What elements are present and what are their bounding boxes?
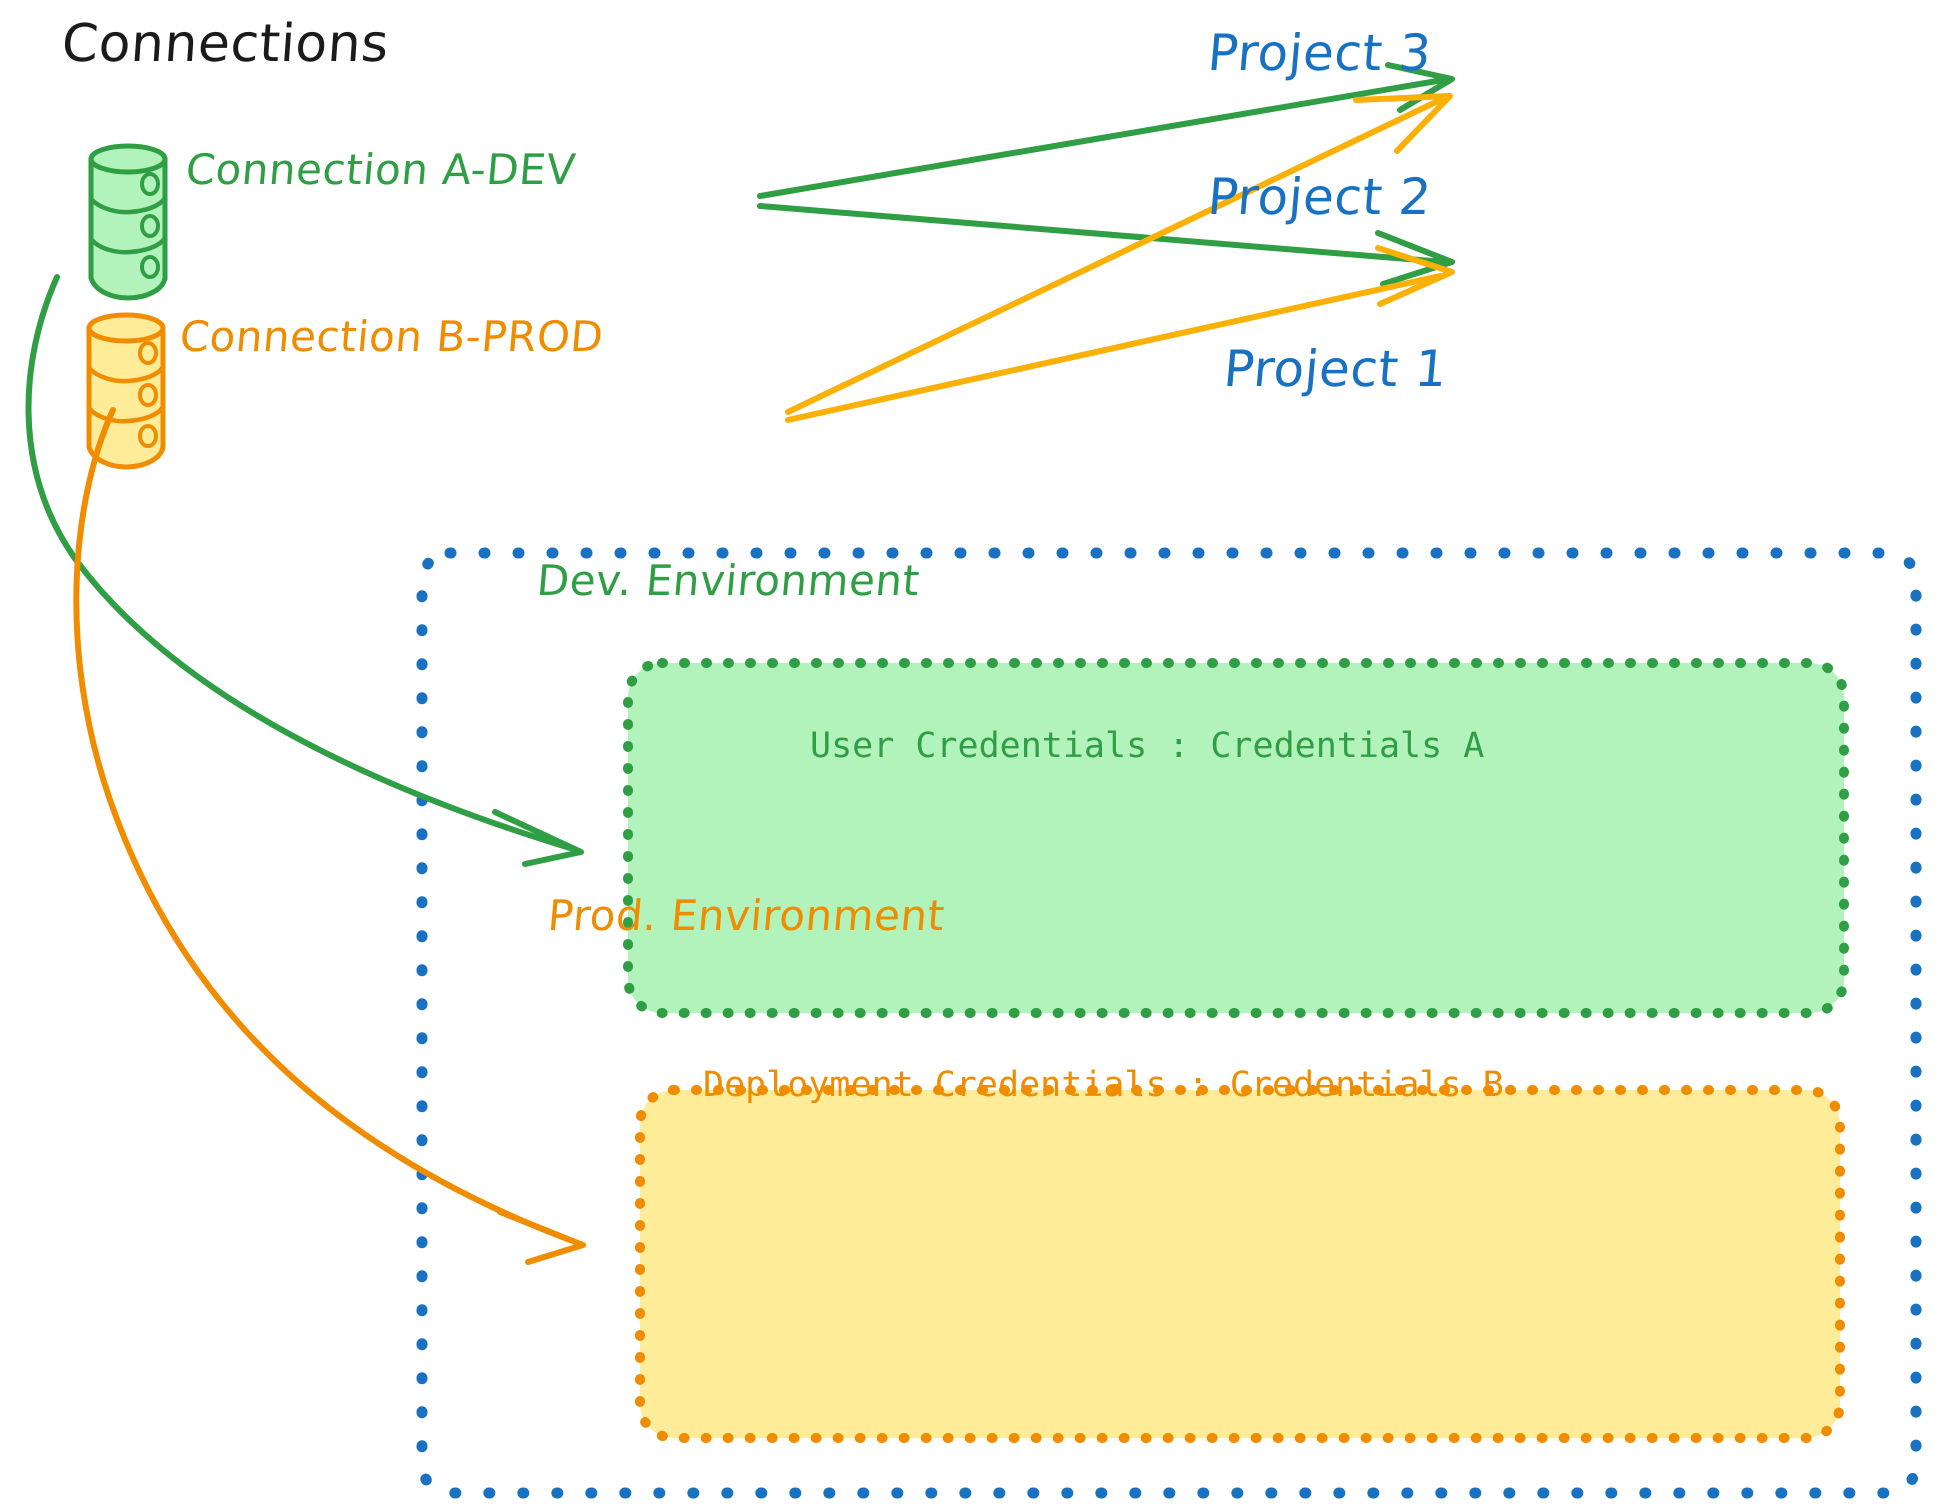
page-title: Connections: [59, 14, 391, 74]
project-1-label[interactable]: Project 1: [1221, 340, 1450, 398]
prod-environment-box-border: [635, 1085, 1845, 1443]
dev-environment-title: Dev. Environment: [534, 556, 922, 605]
dev-environment-credentials: User Credentials : Credentials A: [810, 726, 1485, 766]
prod-environment-title: Prod. Environment: [545, 891, 947, 940]
prod-environment-box[interactable]: [640, 1090, 1840, 1438]
edge-b-prod-to-project-2: [785, 245, 1455, 423]
database-cylinder-icon-green[interactable]: [88, 143, 168, 301]
project-1-container: [416, 547, 1922, 1499]
edge-b-prod-to-project-3: [785, 93, 1453, 415]
edge-a-dev-to-dev-environment: [25, 274, 584, 867]
prod-environment-credentials: Deployment Credentials : Credentials B: [703, 1065, 1504, 1105]
project-2-label[interactable]: Project 2: [1205, 168, 1434, 226]
database-cylinder-icon-orange[interactable]: [86, 312, 166, 470]
project-3-label[interactable]: Project 3: [1205, 24, 1434, 82]
connection-b-prod-label[interactable]: Connection B-PROD: [177, 312, 606, 361]
edge-a-dev-to-project-2: [757, 203, 1455, 287]
connection-a-dev-label[interactable]: Connection A-DEV: [183, 145, 578, 194]
dev-environment-box-border: [623, 658, 1849, 1018]
edge-b-prod-to-prod-environment: [73, 407, 586, 1265]
dev-environment-box[interactable]: [628, 663, 1844, 1013]
